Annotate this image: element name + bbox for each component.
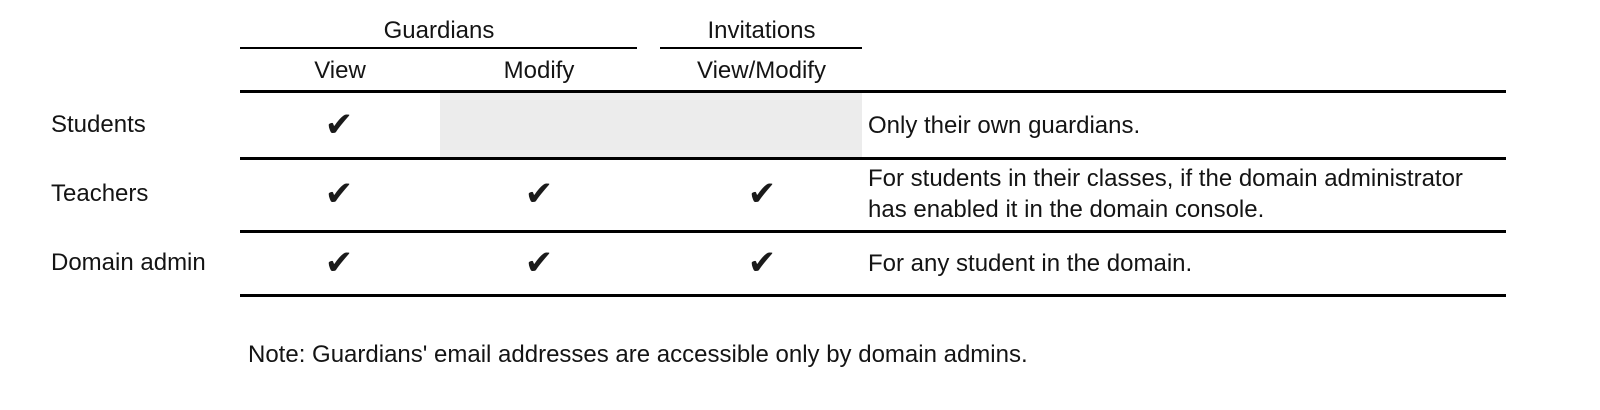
header-bottom-rule (240, 90, 1506, 93)
row-rule-after-students (240, 157, 1506, 160)
column-header-guardians-view: View (314, 57, 366, 84)
row-rule-after-teachers (240, 230, 1506, 233)
disabled-cell-students (440, 93, 862, 157)
check-icon-teachers-guardians-modify: ✔ (524, 174, 554, 214)
column-header-guardians-modify: Modify (503, 57, 575, 84)
check-icon-teachers-invitations-view-modify: ✔ (747, 174, 777, 214)
column-group-header-invitations: Invitations (707, 17, 816, 44)
row-description-students: Only their own guardians. (868, 112, 1141, 139)
group-rule-invitations (660, 47, 862, 49)
row-header-domain-admin: Domain admin (51, 249, 206, 276)
check-icon-domain-admin-invitations-view-modify: ✔ (747, 243, 777, 283)
row-header-students: Students (51, 111, 146, 138)
group-rule-guardians (240, 47, 637, 49)
check-icon-domain-admin-guardians-modify: ✔ (524, 243, 554, 283)
table-note: Note: Guardians' email addresses are acc… (248, 341, 1028, 368)
check-icon-teachers-guardians-view: ✔ (324, 174, 354, 214)
check-icon-students-guardians-view: ✔ (324, 105, 354, 145)
row-description-domain-admin: For any student in the domain. (868, 250, 1193, 277)
table-bottom-rule (240, 294, 1506, 297)
check-icon-domain-admin-guardians-view: ✔ (324, 243, 354, 283)
column-group-header-guardians: Guardians (383, 17, 495, 44)
column-header-invitations-view-modify: View/Modify (697, 57, 826, 84)
row-description-teachers: For students in their classes, if the do… (868, 165, 1463, 223)
row-header-teachers: Teachers (51, 180, 149, 207)
